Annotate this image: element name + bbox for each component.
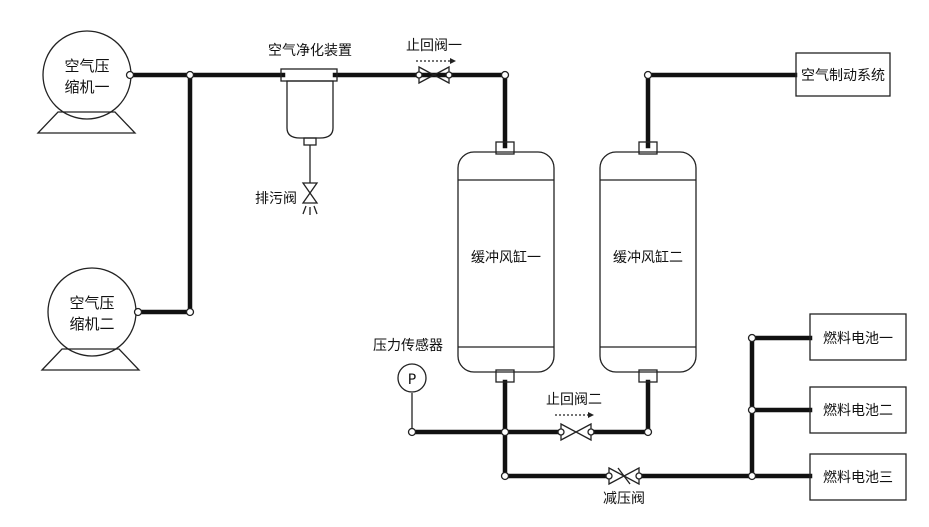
junction-bus-middle	[749, 407, 756, 414]
pipe-purifier-to-check-valve-1	[335, 75, 505, 146]
junction-compressor1-outlet	[127, 72, 134, 79]
compressor-1-body	[43, 31, 131, 119]
drain-flow-arrows-icon	[303, 206, 317, 215]
junction-check-valve-2-out	[588, 429, 594, 435]
junction-collector-top	[187, 72, 194, 79]
pipe-tank2-to-brake-system	[648, 75, 795, 146]
check-valve-2-arrowhead-icon	[588, 412, 594, 418]
compressor-1-label-line1: 空气压	[64, 57, 109, 75]
check-valve-1-arrowhead-icon	[450, 58, 456, 64]
junction-sensor-line	[409, 429, 416, 436]
fuel-cell-3-label: 燃料电池三	[823, 469, 893, 486]
brake-system-label: 空气制动系统	[801, 68, 885, 84]
fuel-cell-2: 燃料电池二	[810, 387, 906, 433]
compressor-2-label-line2: 缩机二	[69, 315, 114, 333]
purifier-head	[281, 69, 337, 81]
junction-check-valve-2-in	[558, 429, 564, 435]
drain-valve-label: 排污阀	[255, 191, 297, 207]
fuel-cell-1: 燃料电池一	[810, 314, 906, 360]
compressor-1-base	[38, 112, 135, 133]
junction-check-valve-1-in	[416, 72, 422, 78]
air-purifier: 空气净化装置 排污阀	[255, 43, 352, 215]
junction-tank2-bottom-corner	[645, 429, 652, 436]
check-valve-1-label: 止回阀一	[406, 38, 462, 54]
purifier-bowl	[287, 81, 333, 138]
compressor-2-base	[42, 349, 139, 370]
pressure-sensor-symbol: P	[408, 372, 416, 388]
junction-bus-top	[749, 335, 756, 342]
check-valve-2-body-icon	[561, 424, 591, 440]
junction-reducing-valve-in	[606, 473, 612, 479]
compressor-1-label-line2: 缩机一	[64, 78, 109, 96]
fuel-cell-2-label: 燃料电池二	[823, 402, 893, 419]
junction-tank1-bottom-tee	[502, 429, 509, 436]
drain-valve-icon	[303, 183, 317, 203]
compressor-2-body	[48, 268, 136, 356]
fuel-cell-3: 燃料电池三	[810, 454, 906, 500]
reducing-valve-label: 减压阀	[603, 491, 645, 507]
tank-1-label: 缓冲风缸一	[471, 249, 541, 266]
junction-reducing-valve-out	[636, 473, 642, 479]
junction-collector-bottom	[187, 309, 194, 316]
air-brake-system: 空气制动系统	[796, 53, 890, 96]
junction-check-valve-1-out	[446, 72, 452, 78]
pressure-sensor: 压力传感器 P	[373, 337, 443, 392]
pipe-junctions	[127, 72, 756, 480]
tank-2-label: 缓冲风缸二	[613, 249, 683, 266]
pipe-network	[130, 75, 810, 476]
purifier-label: 空气净化装置	[268, 43, 352, 59]
purifier-outlet	[304, 138, 316, 145]
air-compressor-2: 空气压 缩机二	[42, 268, 139, 370]
compressor-2-label-line1: 空气压	[69, 294, 114, 312]
junction-tank1-inlet-corner	[502, 72, 509, 79]
junction-tank1-bottom-corner	[502, 473, 509, 480]
buffer-tank-1: 缓冲风缸一	[458, 142, 554, 382]
air-compressor-1: 空气压 缩机一	[38, 31, 135, 133]
buffer-tank-2: 缓冲风缸二	[600, 142, 696, 382]
reducing-valve-adjust-icon	[618, 468, 630, 484]
check-valve-2-label: 止回阀二	[546, 392, 602, 408]
fuel-cell-1-label: 燃料电池一	[823, 330, 893, 347]
junction-compressor2-outlet	[135, 309, 142, 316]
junction-bus-bottom	[749, 473, 756, 480]
pressure-sensor-label: 压力传感器	[373, 337, 443, 354]
junction-tank2-outlet-corner	[645, 72, 652, 79]
